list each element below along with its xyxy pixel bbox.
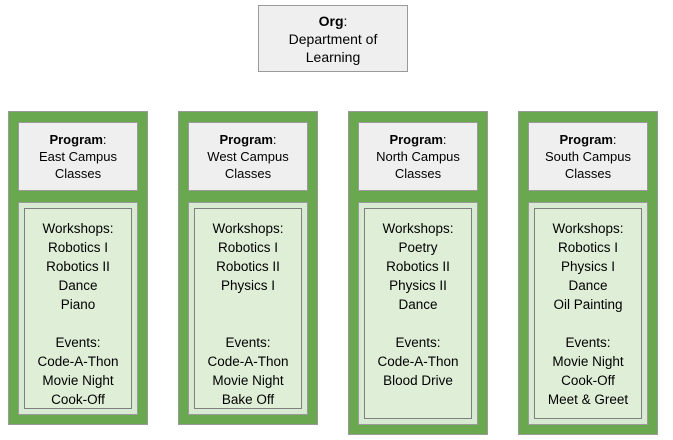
list-item: Robotics II bbox=[46, 259, 110, 274]
group-items-workshops: Robotics I Physics I Dance Oil Painting bbox=[535, 238, 641, 314]
program-name-line-2: Classes bbox=[564, 166, 612, 181]
list-item: Movie Night bbox=[552, 354, 624, 369]
list-item: Oil Painting bbox=[553, 297, 623, 312]
program-header: Program: West Campus Classes bbox=[188, 122, 308, 191]
program-label: Program: bbox=[219, 131, 276, 148]
org-name-line-1: Department of bbox=[288, 30, 378, 47]
program-column-west-campus: Program: West Campus Classes Workshops: … bbox=[178, 111, 318, 425]
group-title-workshops: Workshops: bbox=[212, 221, 284, 236]
program-detail-box: Workshops: Poetry Robotics II Physics II… bbox=[364, 208, 472, 419]
program-header: Program: North Campus Classes bbox=[358, 122, 478, 191]
program-label-colon: : bbox=[272, 132, 277, 147]
group-title-events: Events: bbox=[55, 335, 101, 350]
list-item: Bake Off bbox=[221, 392, 275, 407]
list-item: Dance bbox=[58, 278, 98, 293]
program-detail-panel: Workshops: Poetry Robotics II Physics II… bbox=[358, 202, 478, 425]
list-item: Movie Night bbox=[42, 373, 114, 388]
program-column-east-campus: Program: East Campus Classes Workshops: … bbox=[8, 111, 148, 425]
program-detail-box: Workshops: Robotics I Robotics II Physic… bbox=[194, 208, 302, 409]
group-items-events: Code-A-Thon Movie Night Cook-Off bbox=[25, 352, 131, 409]
list-item: Code-A-Thon bbox=[37, 354, 119, 369]
list-item: Dance bbox=[398, 297, 438, 312]
program-name-line-2: Classes bbox=[54, 166, 102, 181]
group-title-workshops: Workshops: bbox=[42, 221, 114, 236]
program-label: Program: bbox=[559, 131, 616, 148]
program-label-text: Program bbox=[559, 132, 613, 147]
group-items-events: Code-A-Thon Movie Night Bake Off bbox=[195, 352, 301, 409]
program-label-colon: : bbox=[442, 132, 447, 147]
program-name-line-2: Classes bbox=[394, 166, 442, 181]
program-column-south-campus: Program: South Campus Classes Workshops:… bbox=[518, 111, 658, 435]
program-detail-box: Workshops: Robotics I Physics I Dance Oi… bbox=[534, 208, 642, 419]
list-item: Robotics I bbox=[217, 240, 279, 255]
org-node: Org: Department of Learning bbox=[258, 5, 408, 72]
list-item: Cook-Off bbox=[51, 392, 105, 407]
group-title-workshops: Workshops: bbox=[382, 221, 454, 236]
program-columns: Program: East Campus Classes Workshops: … bbox=[8, 111, 665, 437]
list-item: Robotics II bbox=[386, 259, 450, 274]
list-item: Physics II bbox=[389, 278, 447, 293]
list-item: Robotics I bbox=[557, 240, 619, 255]
program-label-colon: : bbox=[612, 132, 617, 147]
list-item: Robotics II bbox=[216, 259, 280, 274]
program-label: Program: bbox=[389, 131, 446, 148]
list-item: Movie Night bbox=[212, 373, 284, 388]
org-label-text: Org bbox=[318, 12, 344, 29]
list-item: Physics I bbox=[220, 278, 275, 293]
group-spacer bbox=[25, 314, 131, 333]
program-header: Program: South Campus Classes bbox=[528, 122, 648, 191]
org-name-line-2: Learning bbox=[305, 48, 361, 65]
program-name-line-2: Classes bbox=[224, 166, 272, 181]
program-detail-panel: Workshops: Robotics I Robotics II Physic… bbox=[188, 202, 308, 415]
program-header: Program: East Campus Classes bbox=[18, 122, 138, 191]
program-detail-panel: Workshops: Robotics I Robotics II Dance … bbox=[18, 202, 138, 415]
group-spacer bbox=[195, 295, 301, 314]
list-item: Blood Drive bbox=[383, 373, 453, 388]
group-title-events: Events: bbox=[225, 335, 271, 350]
program-name-line-1: West Campus bbox=[207, 149, 289, 164]
group-title-workshops: Workshops: bbox=[552, 221, 624, 236]
program-label-text: Program bbox=[49, 132, 103, 147]
list-item: Code-A-Thon bbox=[207, 354, 289, 369]
list-item: Cook-Off bbox=[561, 373, 615, 388]
list-item: Robotics I bbox=[47, 240, 109, 255]
group-items-workshops: Poetry Robotics II Physics II Dance bbox=[365, 238, 471, 314]
program-label-text: Program bbox=[219, 132, 273, 147]
list-item: Poetry bbox=[398, 240, 438, 255]
group-spacer bbox=[535, 314, 641, 333]
program-name-line-1: South Campus bbox=[545, 149, 631, 164]
group-title-events: Events: bbox=[395, 335, 441, 350]
list-item: Code-A-Thon bbox=[377, 354, 459, 369]
program-label: Program: bbox=[49, 131, 106, 148]
program-label-text: Program bbox=[389, 132, 443, 147]
group-items-events: Code-A-Thon Blood Drive bbox=[365, 352, 471, 390]
group-title-events: Events: bbox=[565, 335, 611, 350]
group-spacer bbox=[365, 314, 471, 333]
group-spacer bbox=[195, 314, 301, 333]
list-item: Physics I bbox=[560, 259, 615, 274]
program-name-line-1: North Campus bbox=[376, 149, 460, 164]
program-label-colon: : bbox=[102, 132, 107, 147]
org-label: Org: bbox=[319, 12, 348, 30]
program-column-north-campus: Program: North Campus Classes Workshops:… bbox=[348, 111, 488, 435]
program-detail-panel: Workshops: Robotics I Physics I Dance Oi… bbox=[528, 202, 648, 425]
list-item: Dance bbox=[568, 278, 608, 293]
org-label-colon: : bbox=[343, 12, 348, 29]
program-detail-box: Workshops: Robotics I Robotics II Dance … bbox=[24, 208, 132, 409]
group-items-workshops: Robotics I Robotics II Dance Piano bbox=[25, 238, 131, 314]
group-items-events: Movie Night Cook-Off Meet & Greet bbox=[535, 352, 641, 409]
group-items-workshops: Robotics I Robotics II Physics I bbox=[195, 238, 301, 295]
list-item: Piano bbox=[60, 297, 96, 312]
list-item: Meet & Greet bbox=[547, 392, 629, 407]
program-name-line-1: East Campus bbox=[38, 149, 118, 164]
